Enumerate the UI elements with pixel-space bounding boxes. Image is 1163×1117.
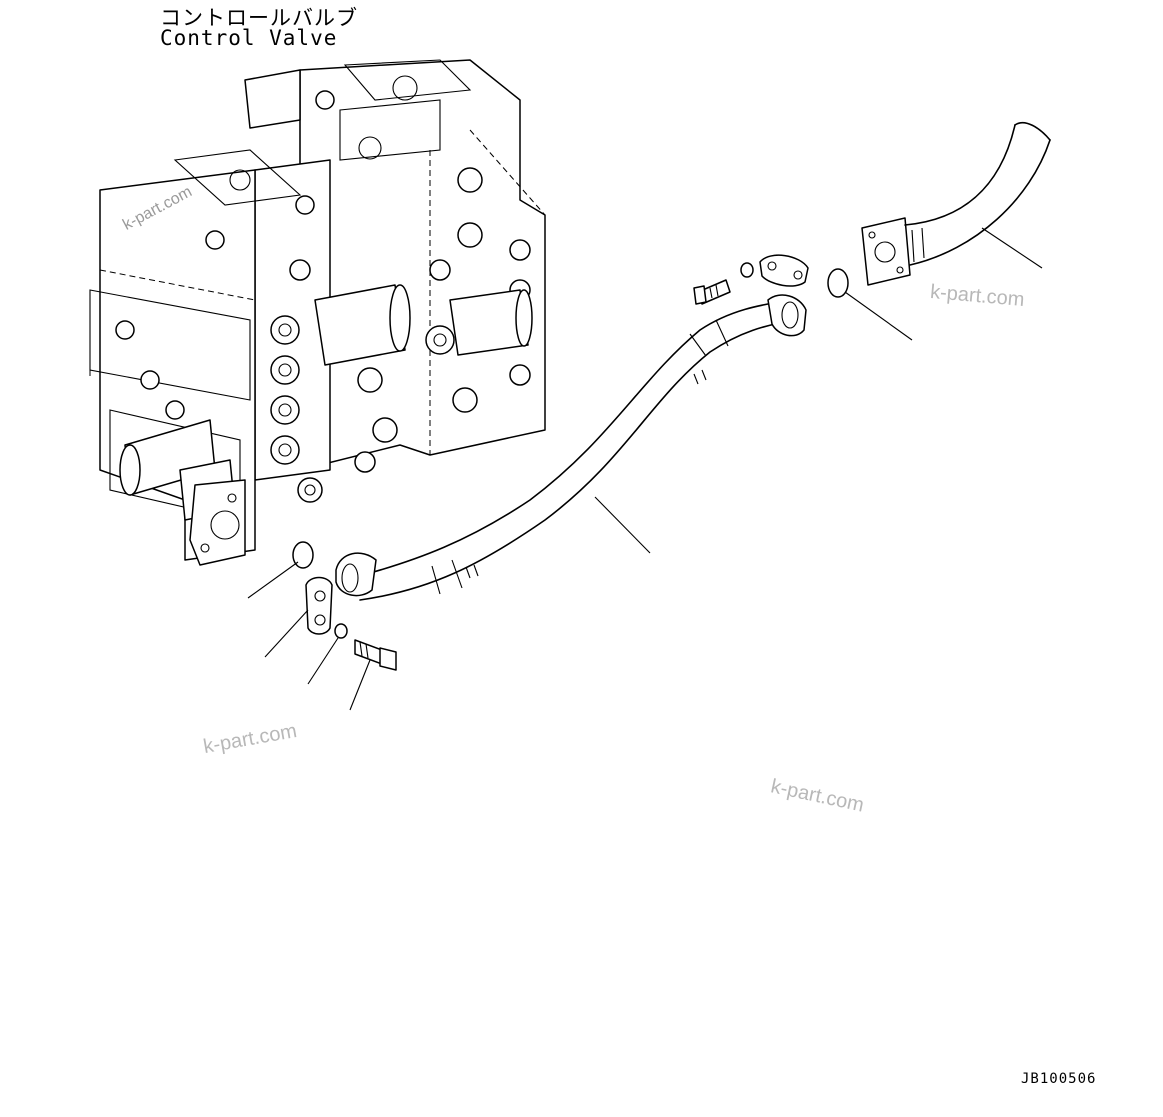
hydraulic-hose <box>335 294 807 601</box>
upper-fitting-parts <box>693 254 849 305</box>
o-ring-lower <box>292 541 314 569</box>
washer-upper <box>740 262 754 278</box>
leader-lines <box>247 227 1043 711</box>
bolt-lower <box>354 639 383 665</box>
valve-fittings <box>115 90 531 503</box>
washer-lower <box>334 623 348 639</box>
control-valve-body <box>89 59 546 566</box>
connected-hose-upper <box>861 121 1051 286</box>
o-ring-upper <box>827 268 849 298</box>
split-flange-upper <box>759 254 809 287</box>
control-valve-label-en: Control Valve <box>160 26 338 50</box>
split-flange-lower <box>305 576 333 635</box>
control-valve-label-jp: コントロールバルブ <box>160 6 358 30</box>
drawing-code: JB100506 <box>1021 1071 1097 1087</box>
lower-fitting-parts <box>292 541 397 671</box>
